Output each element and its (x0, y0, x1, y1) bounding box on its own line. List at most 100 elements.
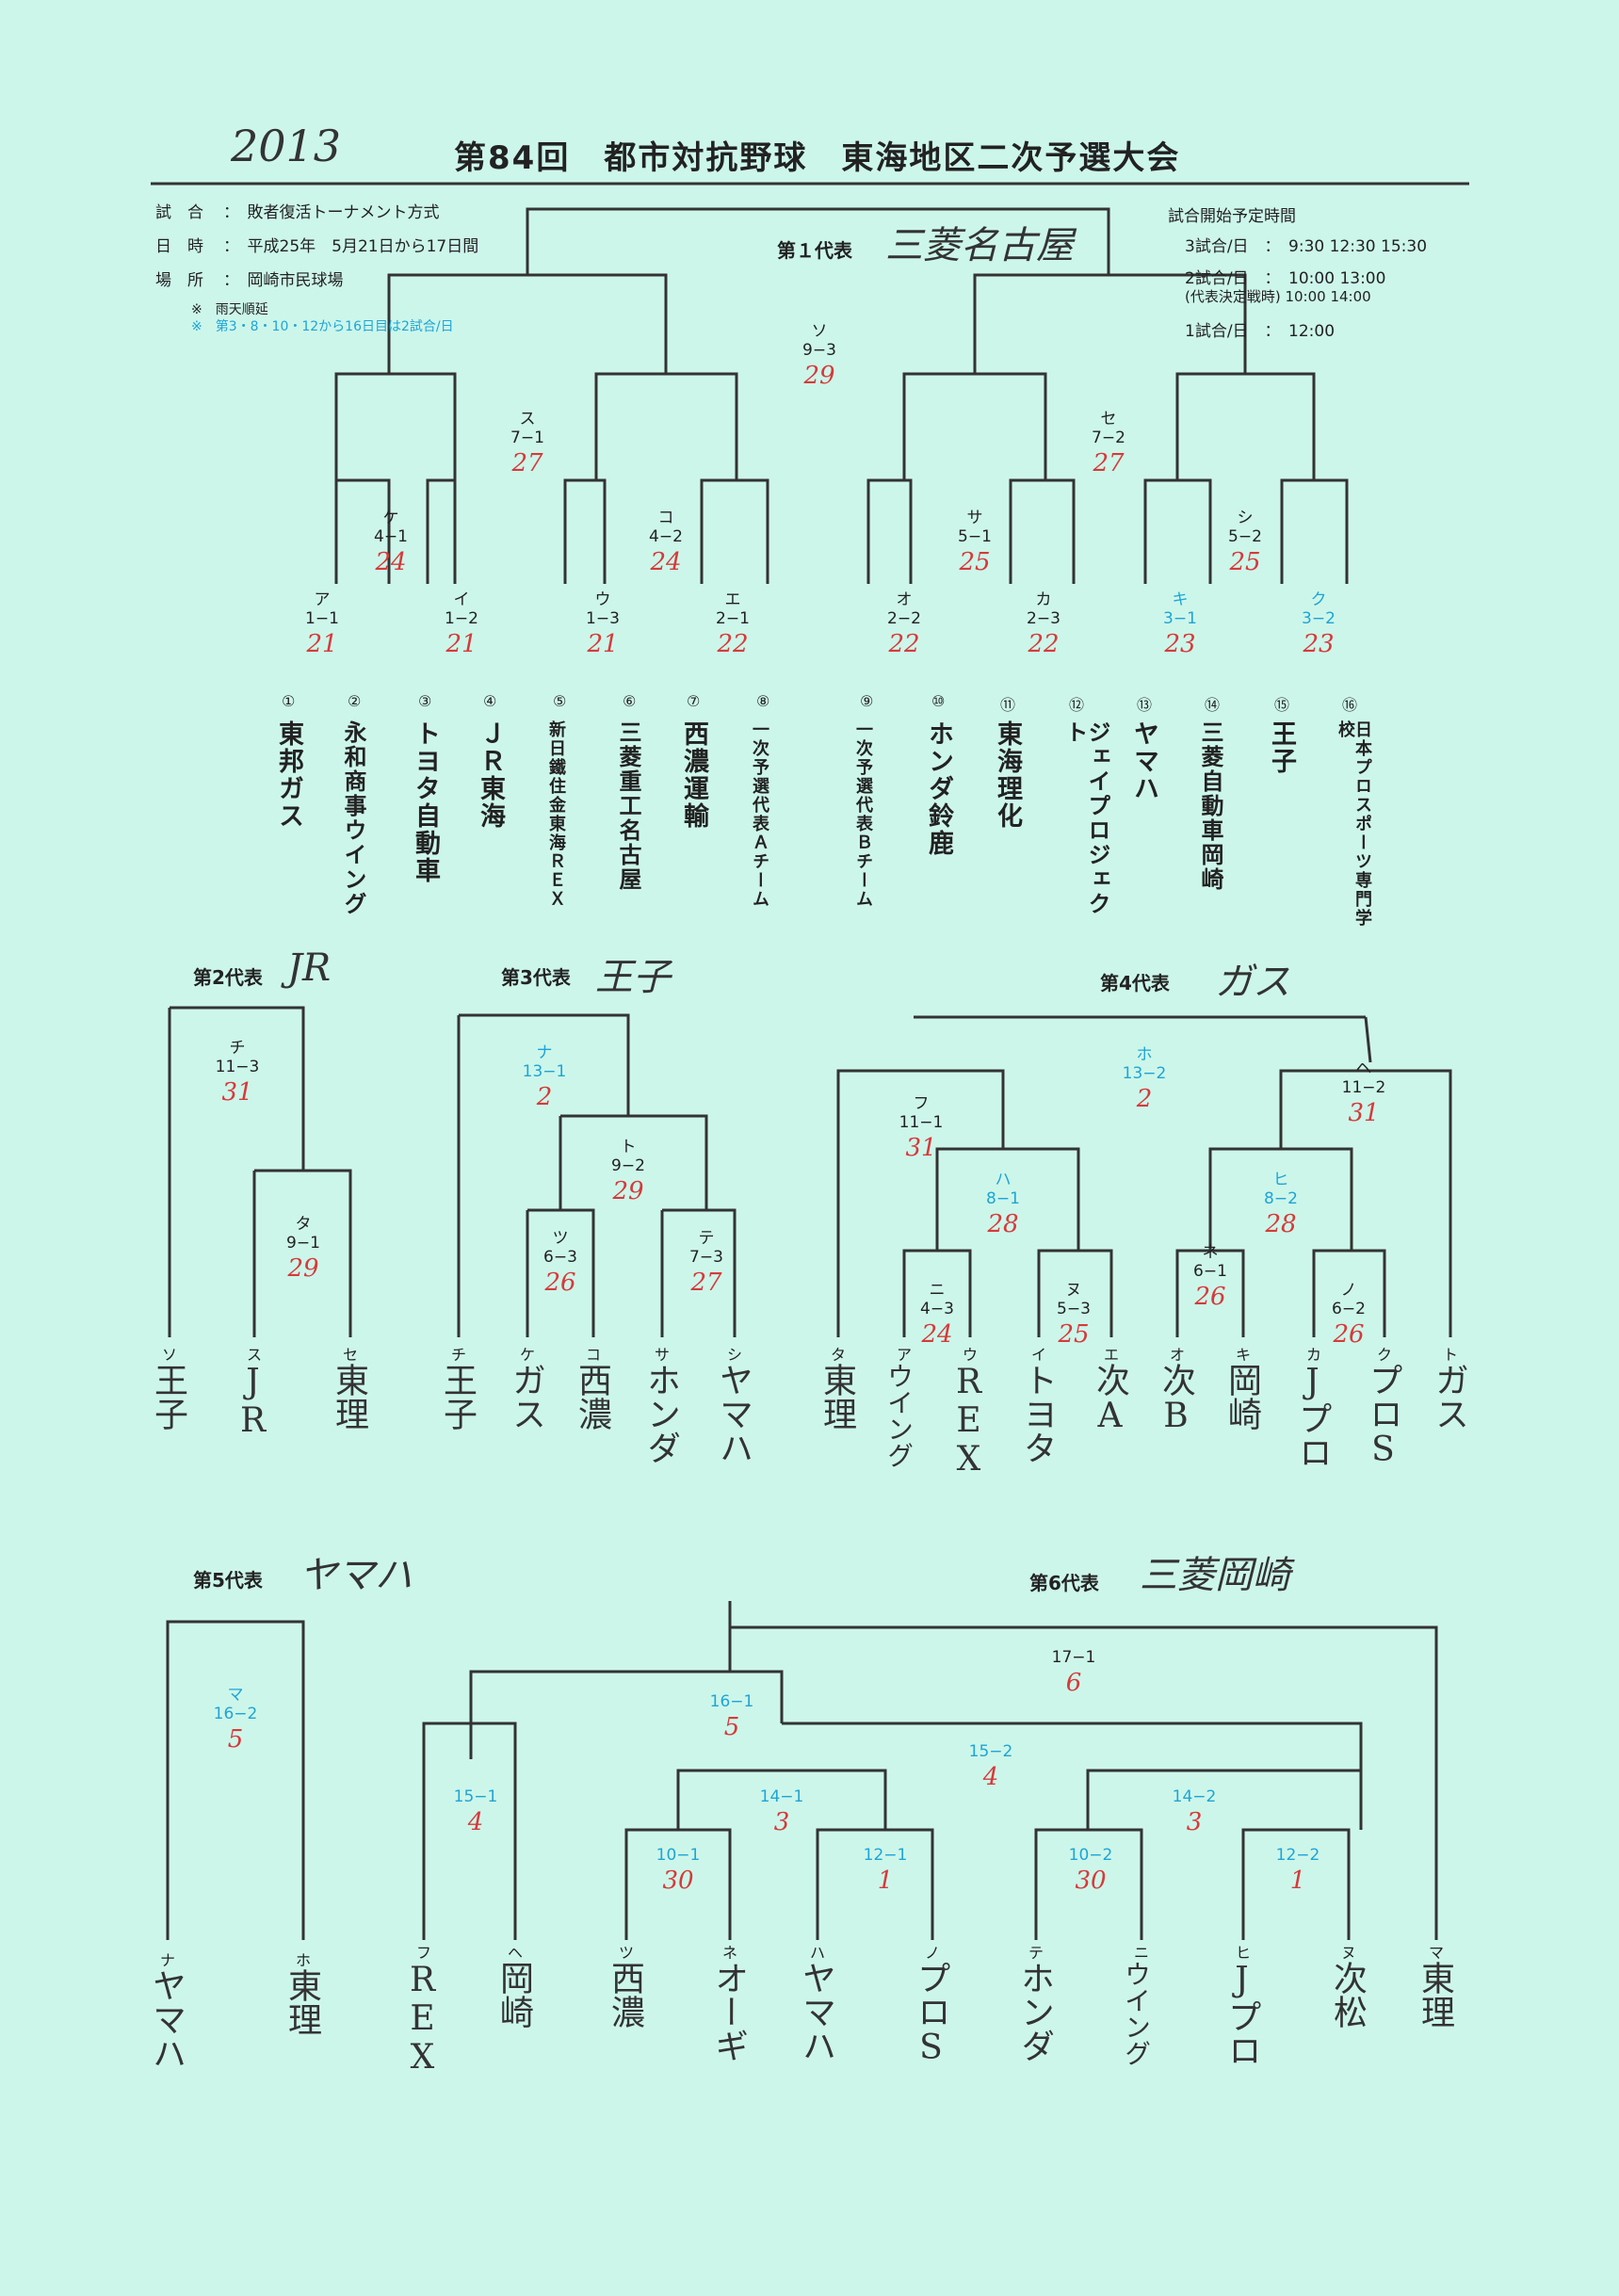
game-label-g122: 12−2 1 (1260, 1846, 1336, 1897)
team-name: 新日鐵住金東海ＲＥＸ (546, 720, 566, 909)
slot-handwritten-team: 西濃 (606, 1961, 644, 2029)
slot-label: シ (727, 1346, 743, 1364)
game-code: 15−2 (968, 1742, 1013, 1761)
slot-handwritten-team: ウイング (883, 1363, 915, 1468)
game-day: 25 (1058, 1320, 1090, 1349)
slot-handwritten-team: 東理 (1416, 1961, 1454, 2029)
game-day: 31 (221, 1078, 253, 1107)
team-number: ③ (418, 692, 432, 710)
game-id: セ (1100, 410, 1117, 428)
slot-label: エ (1104, 1346, 1120, 1364)
team-number: ④ (483, 692, 497, 710)
slot-handwritten-team: 西濃 (573, 1363, 611, 1431)
slot-handwritten-team: 次A (1091, 1363, 1129, 1435)
slot-handwritten-team: 東理 (330, 1363, 368, 1431)
game-day: 25 (1229, 548, 1261, 576)
slot-label: テ (1028, 1944, 1044, 1962)
slot-handwritten-team: プロS (1364, 1363, 1402, 1469)
slot-label: ネ (722, 1944, 738, 1962)
team-name: 一次予選代表Ｂチーム (853, 720, 873, 909)
game-day: 3 (773, 1808, 790, 1836)
page-title: 第84回 都市対抗野球 東海地区二次予選大会 (454, 139, 1181, 177)
slot-label: ツ (619, 1944, 635, 1962)
game-code: 13−2 (1122, 1064, 1167, 1083)
team-number: ⑧ (756, 692, 770, 710)
game-code: 5−1 (958, 527, 992, 546)
team-number: ⑭ (1205, 696, 1221, 714)
game-day: 22 (717, 630, 749, 658)
game-code: 7−1 (510, 428, 544, 447)
slot-label: フ (416, 1944, 432, 1962)
slot-handwritten-team: REX (403, 1961, 442, 2077)
schedule-note: ※ 第3・8・10・12から16日目は2試合/日 (191, 319, 454, 334)
format-label: 試 合 (155, 203, 203, 222)
game-day: 29 (612, 1177, 644, 1205)
game-code: 15−1 (453, 1787, 498, 1806)
game-day: 4 (982, 1763, 999, 1791)
game-id: タ (295, 1215, 312, 1234)
game-id: ネ (1202, 1243, 1219, 1262)
slot-label: ホ (296, 1951, 312, 1969)
game-code: 7−2 (1092, 428, 1125, 447)
game-code: 12−2 (1275, 1846, 1320, 1865)
team-name: 三菱重工名古屋 (615, 720, 641, 892)
slot-handwritten-team: オーギ (709, 1961, 748, 2062)
team-number: ⑦ (687, 692, 701, 710)
game-day: 2 (1136, 1085, 1153, 1113)
game-id: ノ (1340, 1281, 1357, 1300)
slot-handwritten-team: 次B (1157, 1363, 1195, 1435)
slot-handwritten-team: 王子 (438, 1363, 477, 1431)
game-label-g152: 15−2 4 (953, 1742, 1028, 1793)
game-code: 13−1 (522, 1062, 567, 1081)
slot-label: カ (1306, 1346, 1322, 1364)
rep2-label: 第2代表 (193, 966, 263, 989)
team-number: ⑩ (931, 692, 946, 710)
game-code: 6−1 (1193, 1262, 1227, 1281)
game-code: 6−3 (543, 1248, 577, 1267)
game-id: シ (1237, 509, 1254, 527)
game-day: 29 (287, 1254, 319, 1283)
slot-handwritten-team: 岡崎 (1222, 1363, 1261, 1431)
slot-label: マ (1429, 1944, 1445, 1962)
venue-value: ： 岡崎市民球場 (223, 271, 344, 290)
rep5-label: 第5代表 (193, 1569, 263, 1592)
game-code: 4−3 (920, 1300, 954, 1318)
slot-label: ス (247, 1346, 263, 1364)
game-id: ニ (929, 1281, 946, 1300)
game-code: 5−2 (1228, 527, 1262, 546)
schedule-line-final: (代表決定戦時) 10:00 14:00 (1185, 288, 1371, 305)
game-code: 1−1 (305, 609, 339, 628)
game-code: 4−2 (649, 527, 683, 546)
game-day: 31 (1348, 1099, 1380, 1127)
game-id: オ (896, 590, 913, 609)
game-day: 24 (650, 548, 682, 576)
game-code: 5−3 (1057, 1300, 1091, 1318)
game-day: 1 (1289, 1867, 1306, 1895)
slot-label: イ (1031, 1346, 1047, 1364)
slot-handwritten-team: ヤマハ (797, 1961, 835, 2062)
game-code: 17−1 (1051, 1648, 1096, 1667)
game-day: 22 (1028, 630, 1060, 658)
slot-label: コ (586, 1346, 602, 1364)
game-code: 2−1 (716, 609, 750, 628)
game-code: 1−2 (445, 609, 478, 628)
game-id: ア (314, 590, 331, 609)
game-id: ヘ (1355, 1059, 1372, 1078)
team-name: 東海理化 (993, 720, 1022, 830)
team-number: ⑪ (1000, 696, 1016, 714)
game-day: 29 (803, 362, 835, 390)
team-name: 一次予選代表Ａチーム (750, 720, 769, 909)
game-code: 12−1 (863, 1846, 908, 1865)
team-number: ⑨ (860, 692, 874, 710)
